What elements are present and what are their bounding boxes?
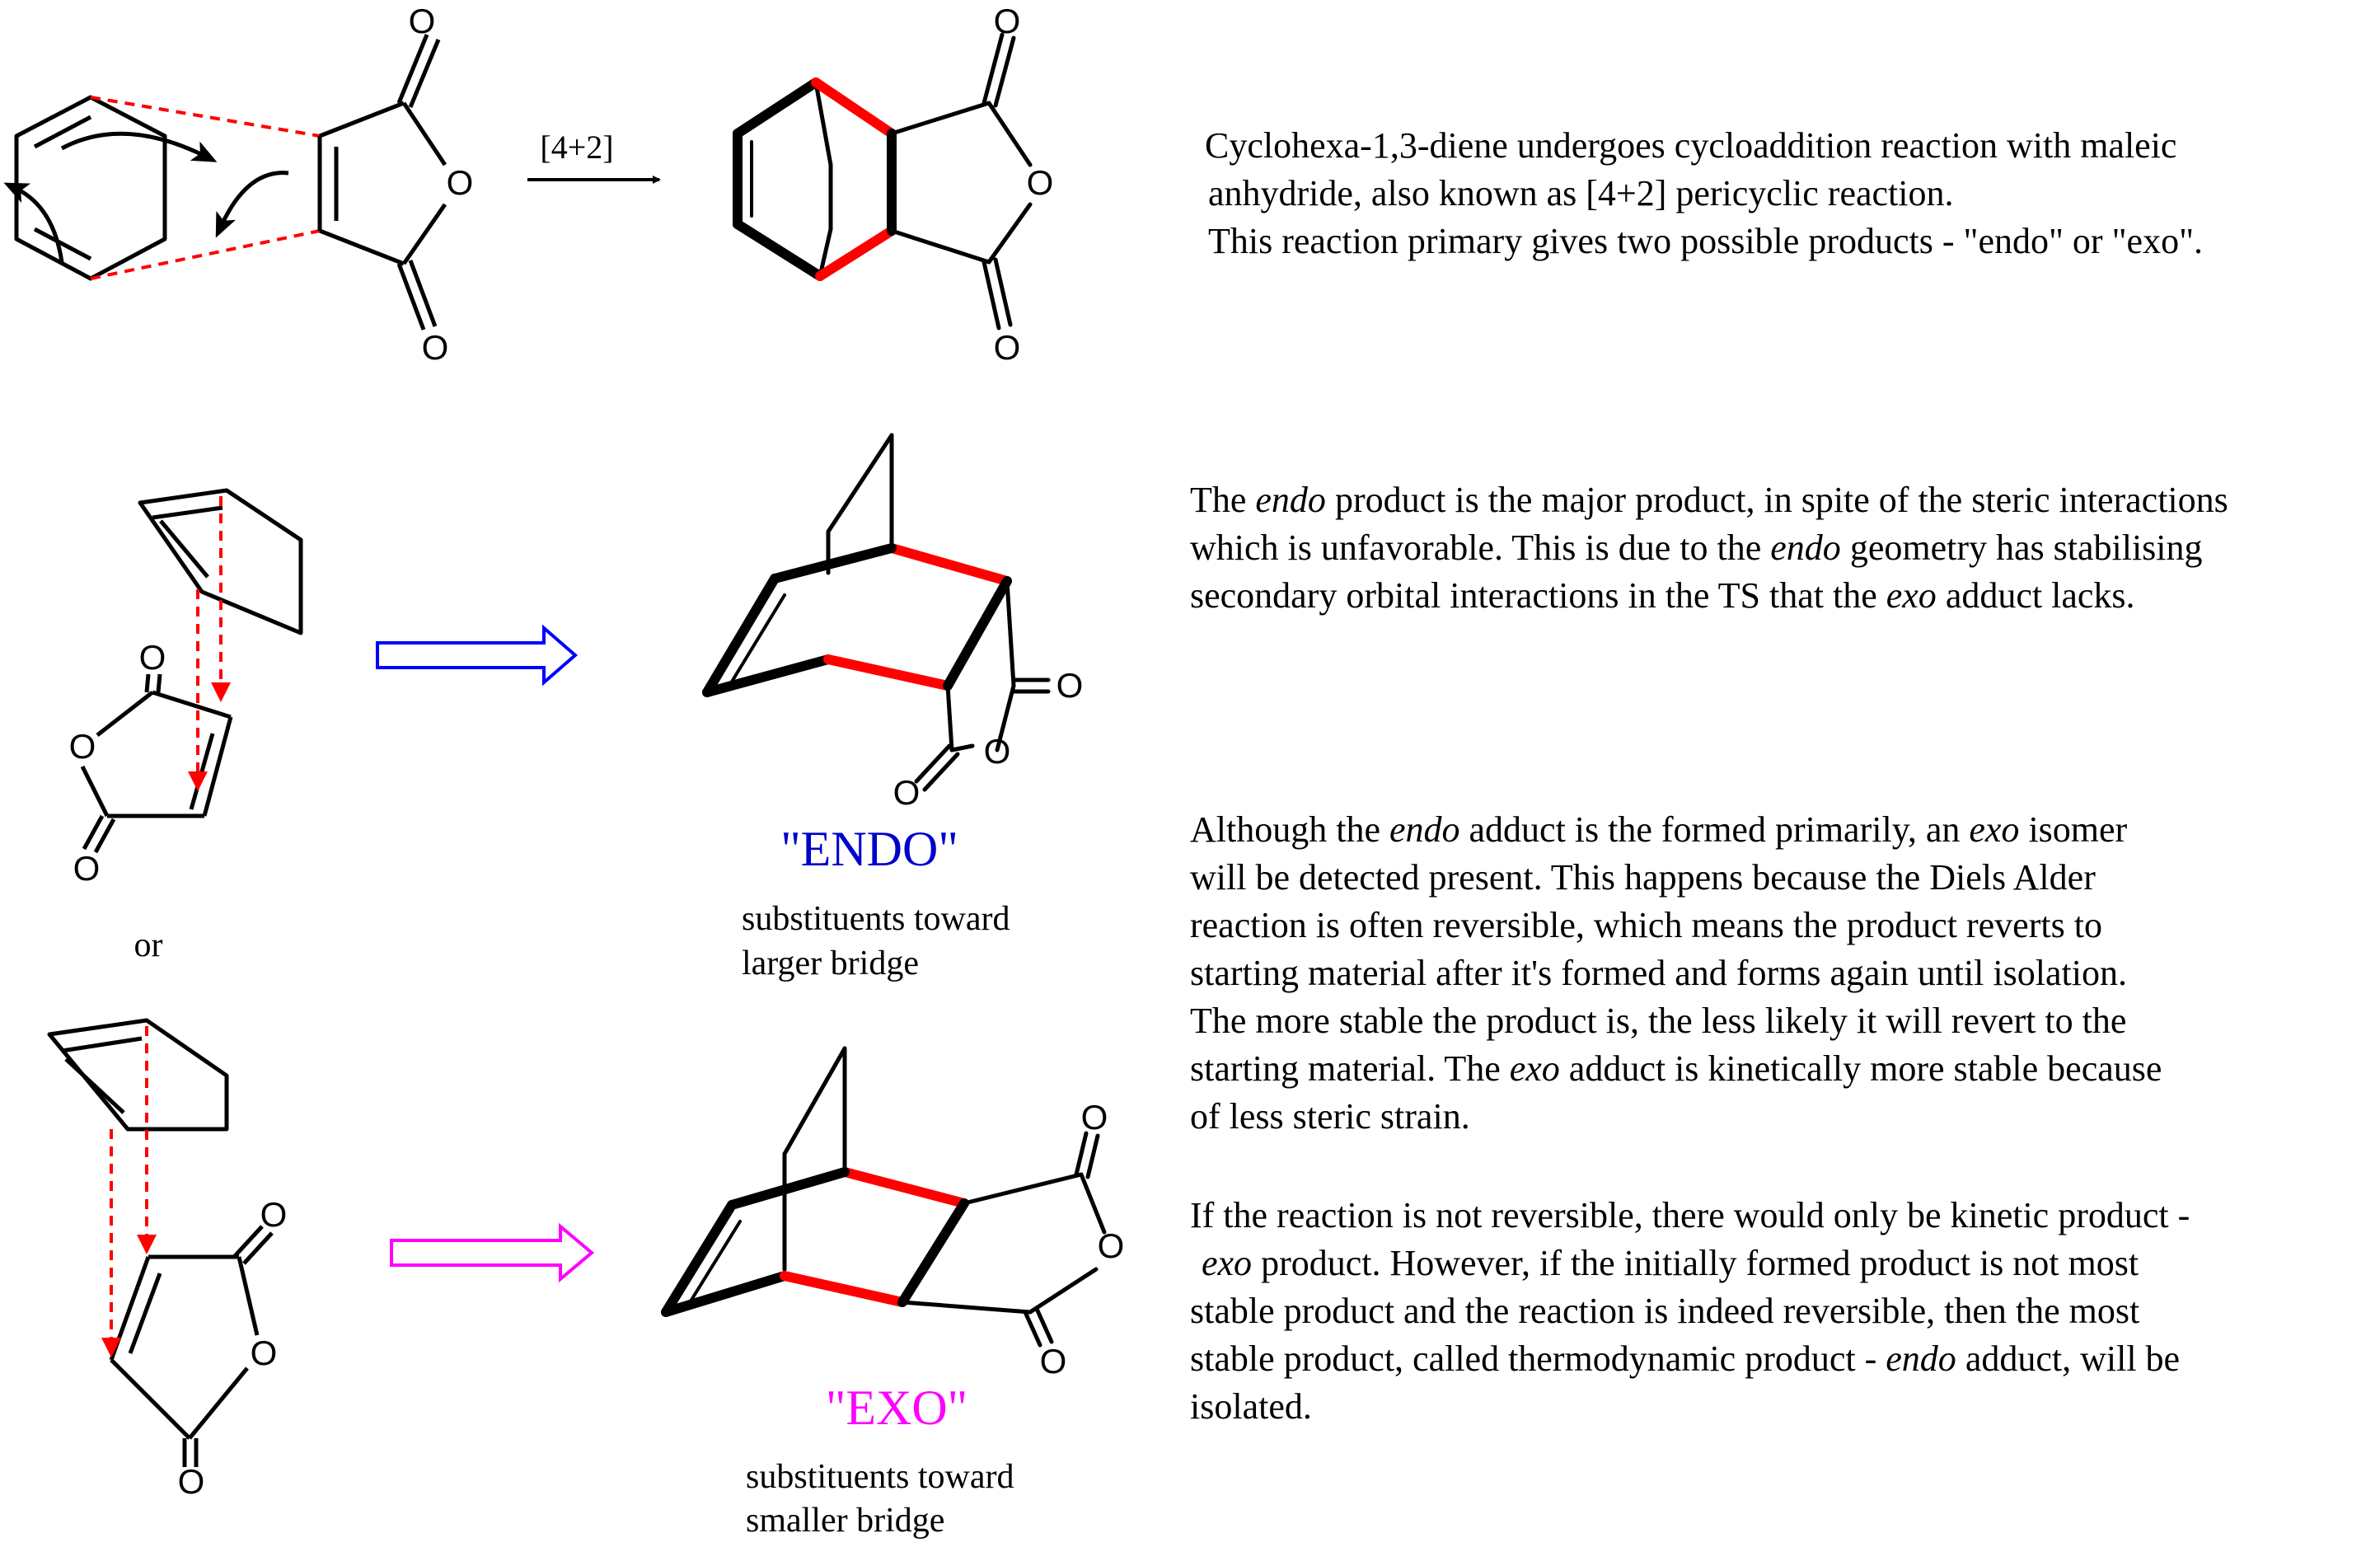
or-label: or: [134, 926, 163, 964]
atom-o-endo-ring: O: [69, 727, 96, 766]
kin-line-1: If the reaction is not reversible, there…: [1190, 1195, 2190, 1235]
exo-caption-2: smaller bridge: [746, 1502, 944, 1540]
cyclohexadiene-reactant: [14, 95, 167, 281]
atom-o-endo-product-ring: O: [984, 732, 1011, 771]
atom-o-bottom-carbonyl: O: [422, 328, 449, 367]
electron-flow-arrows: [3, 131, 289, 263]
reversibility-paragraph: Although the endo adduct is the formed p…: [1190, 806, 2162, 1141]
endo-para-line-3: secondary orbital interactions in the TS…: [1190, 575, 2135, 616]
exo-product: [661, 1046, 1107, 1348]
intro-paragraph: Cyclohexa-1,3-diene undergoes cycloaddit…: [1205, 122, 2203, 265]
atom-o-ring: O: [447, 163, 474, 202]
exo-title: "EXO": [826, 1381, 967, 1435]
exo-arrow: [390, 1222, 595, 1283]
atom-o-product-top: O: [994, 2, 1021, 40]
atom-o-endo-top: O: [139, 638, 166, 677]
kin-line-3: stable product and the reaction is indee…: [1190, 1291, 2140, 1331]
endo-title: "ENDO": [780, 822, 958, 876]
endo-para-line-2: which is unfavorable. This is due to the…: [1190, 527, 2203, 568]
cyclopentene-endo: [138, 488, 303, 635]
kinetic-paragraph: If the reaction is not reversible, there…: [1190, 1192, 2190, 1431]
atom-o-top-carbonyl: O: [409, 2, 436, 40]
rev-line-4: starting material after it's formed and …: [1190, 953, 2127, 993]
maleic-anhydride-exo: [109, 1225, 274, 1467]
kin-line-5: isolated.: [1190, 1386, 1312, 1427]
rev-line-6: starting material. The exo adduct is kin…: [1190, 1048, 2162, 1089]
atom-o-product-ring: O: [1027, 163, 1054, 202]
endo-paragraph: The endo product is the major product, i…: [1190, 476, 2228, 620]
kin-line-2: exo product. However, if the initially f…: [1202, 1243, 2139, 1283]
exo-approach-guides: [101, 1026, 157, 1357]
endo-caption-1: substituents toward: [742, 900, 1010, 938]
atom-o-exo-ring: O: [251, 1334, 278, 1372]
rev-line-7: of less steric strain.: [1190, 1096, 1470, 1137]
intro-line-3: This reaction primary gives two possible…: [1208, 221, 2204, 261]
intro-line-1: Cyclohexa-1,3-diene undergoes cycloaddit…: [1205, 125, 2177, 166]
cyclopentene-exo: [47, 1018, 229, 1132]
intro-line-2: anhydride, also known as [4+2] pericycli…: [1208, 173, 1954, 213]
endo-arrow: [376, 624, 579, 687]
rev-line-3: reaction is often reversible, which mean…: [1190, 905, 2102, 945]
atom-o-exo-product-1: O: [1081, 1098, 1108, 1137]
atom-o-exo-product-2: O: [1040, 1342, 1067, 1381]
atom-o-exo-top: O: [260, 1195, 288, 1234]
reaction-label: [4+2]: [540, 129, 613, 166]
endo-approach-guides: [188, 496, 231, 791]
rev-line-2: will be detected present. This happens b…: [1190, 857, 2096, 898]
bond-formation-guides: [90, 96, 321, 280]
endo-caption-2: larger bridge: [742, 945, 919, 982]
rev-line-1: Although the endo adduct is the formed p…: [1190, 809, 2128, 850]
maleic-anhydride-reactant: [317, 34, 447, 330]
atom-o-exo-bottom: O: [178, 1462, 205, 1501]
rev-line-5: The more stable the product is, the less…: [1190, 1001, 2127, 1041]
atom-o-product-bottom: O: [994, 328, 1021, 367]
atom-o-endo-product-1: O: [1056, 666, 1084, 705]
endo-para-line-1: The endo product is the major product, i…: [1190, 480, 2228, 520]
cycloadduct-product: [733, 32, 1033, 330]
kin-line-4: stable product, called thermodynamic pro…: [1190, 1338, 2181, 1379]
atom-o-endo-bottom: O: [73, 849, 101, 888]
exo-caption-1: substituents toward: [746, 1458, 1014, 1496]
atom-o-endo-product-2: O: [893, 773, 921, 812]
endo-product: [702, 433, 1051, 792]
atom-o-exo-product-ring: O: [1098, 1226, 1125, 1265]
maleic-anhydride-endo: [80, 673, 233, 854]
